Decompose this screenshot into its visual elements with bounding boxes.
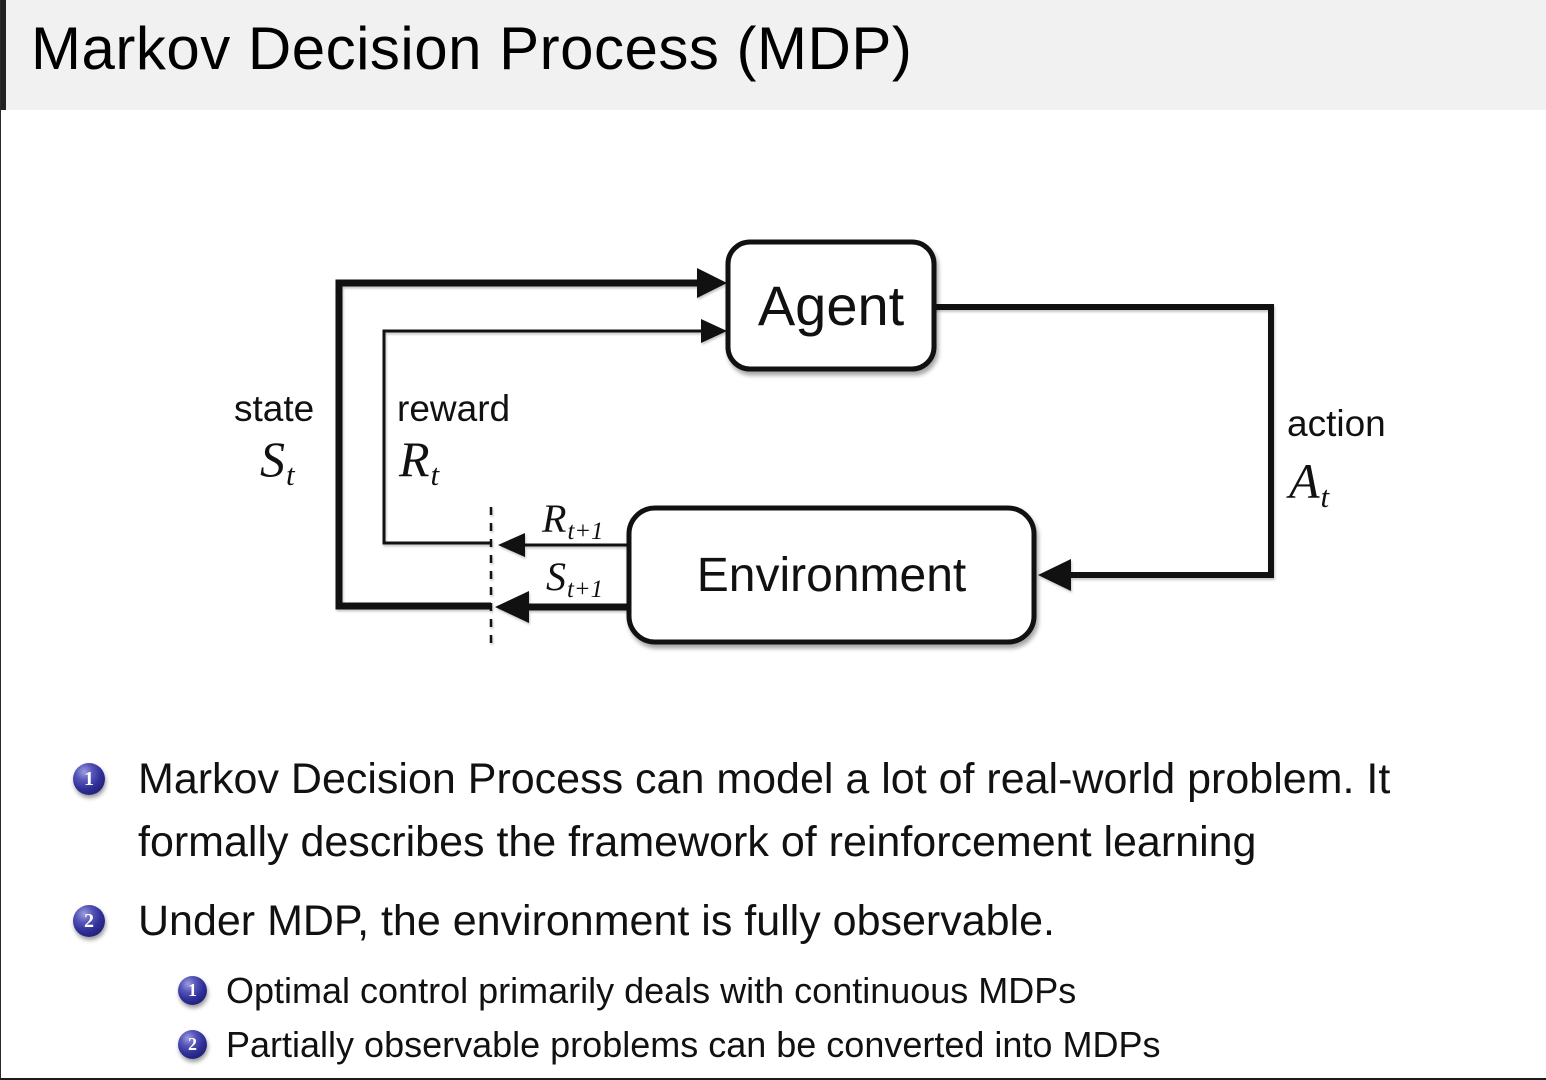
bullet-1-line-1: Markov Decision Process can model a lot … [138,755,1391,803]
agent-box-label: Agent [757,274,905,337]
sub-enum-ball-1: 1 [178,976,207,1005]
reward-symbol: Rt [399,431,440,492]
state-symbol: St [260,431,295,492]
action-symbol: At [1289,453,1330,514]
mdp-diagram-canvas [335,239,1274,646]
enum-ball-1: 1 [73,763,105,795]
state-path [335,279,701,610]
reward-label: reward [397,388,511,429]
title-accent-strip [1,0,6,110]
action-path [931,304,1274,578]
state-label: state [234,388,315,429]
next-reward-symbol: Rt+1 [542,496,604,545]
title-bar: Markov Decision Process (MDP) [1,0,1546,110]
sub-list-item-1: 1 Optimal control primarily deals with c… [178,965,1513,1017]
bullet-2-text: Under MDP, the environment is fully obse… [138,897,1055,945]
sub-enum-ball-2: 2 [178,1030,207,1059]
next-state-symbol: St+1 [546,554,604,603]
agent-box [725,239,937,372]
bullet-1-line-2: formally describes the framework of rein… [138,818,1257,866]
action-arrowhead-into-environment [1038,559,1071,591]
page-title: Markov Decision Process (MDP) [31,15,913,82]
reward-arrowhead-into-agent [701,319,727,343]
next-reward-arrowhead [498,533,525,557]
environment-box-label: Environment [696,548,967,602]
list-item-2: 2 Under MDP, the environment is fully ob… [73,890,1513,953]
next-state-arrowhead [495,591,529,623]
reward-path [382,329,703,545]
state-arrowhead-into-agent [697,268,727,298]
action-label: action [1287,403,1386,444]
sub-bullet-2-text: Partially observable problems can be con… [226,1024,1161,1065]
enum-ball-2: 2 [73,905,105,937]
bullet-list: 1 Markov Decision Process can model a lo… [73,748,1513,1071]
environment-box [626,505,1037,645]
sub-bullet-list: 1 Optimal control primarily deals with c… [178,965,1513,1071]
list-item-1: 1 Markov Decision Process can model a lo… [73,748,1513,874]
sub-list-item-2: 2 Partially observable problems can be c… [178,1019,1513,1071]
sub-bullet-1-text: Optimal control primarily deals with con… [226,970,1077,1011]
